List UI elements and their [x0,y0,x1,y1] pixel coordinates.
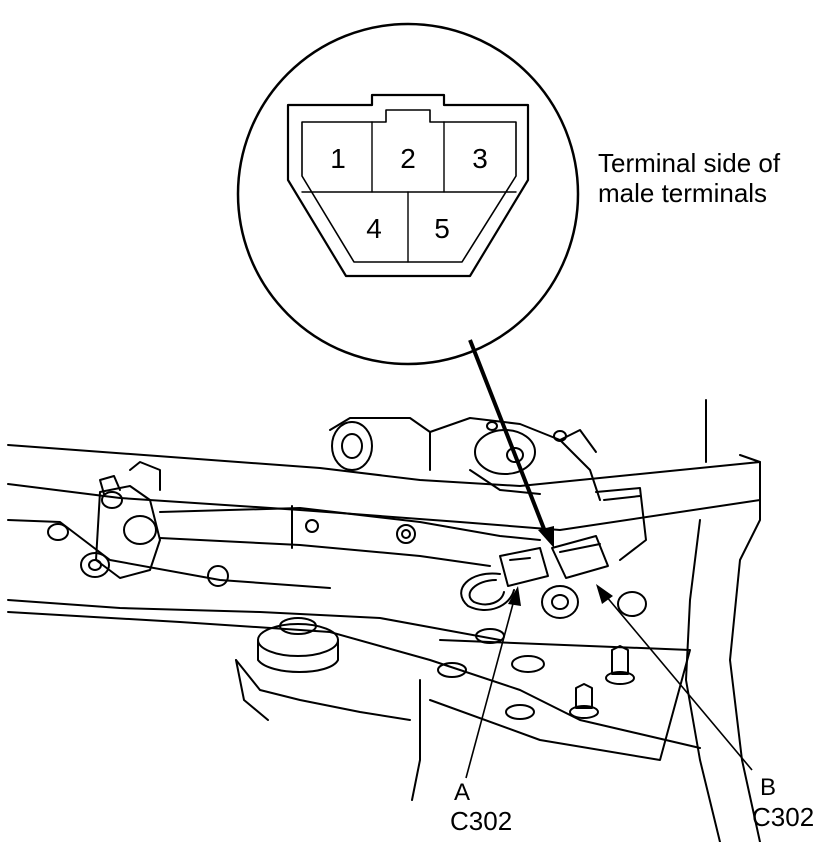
connector-magnified-view: 1 2 3 4 5 [236,22,580,366]
leader-lines [465,339,753,779]
pin-2-label: 2 [400,143,416,174]
view-label-line-1: Terminal side of [598,148,781,178]
pin-3-label: 3 [472,143,488,174]
callout-b-letter: B [760,774,776,801]
callout-b-code: C302 [752,802,814,832]
callout-a-code: C302 [450,806,512,836]
view-label-line-2: male terminals [598,178,767,208]
engine-bay-illustration [7,399,761,842]
callout-a-letter: A [454,779,470,806]
cavity-dividers [301,121,517,263]
pin-5-label: 5 [434,213,450,244]
connector-housing-outline [286,93,530,278]
pin-4-label: 4 [366,213,382,244]
connector-housing-inner [301,109,517,263]
pin-1-label: 1 [330,143,346,174]
